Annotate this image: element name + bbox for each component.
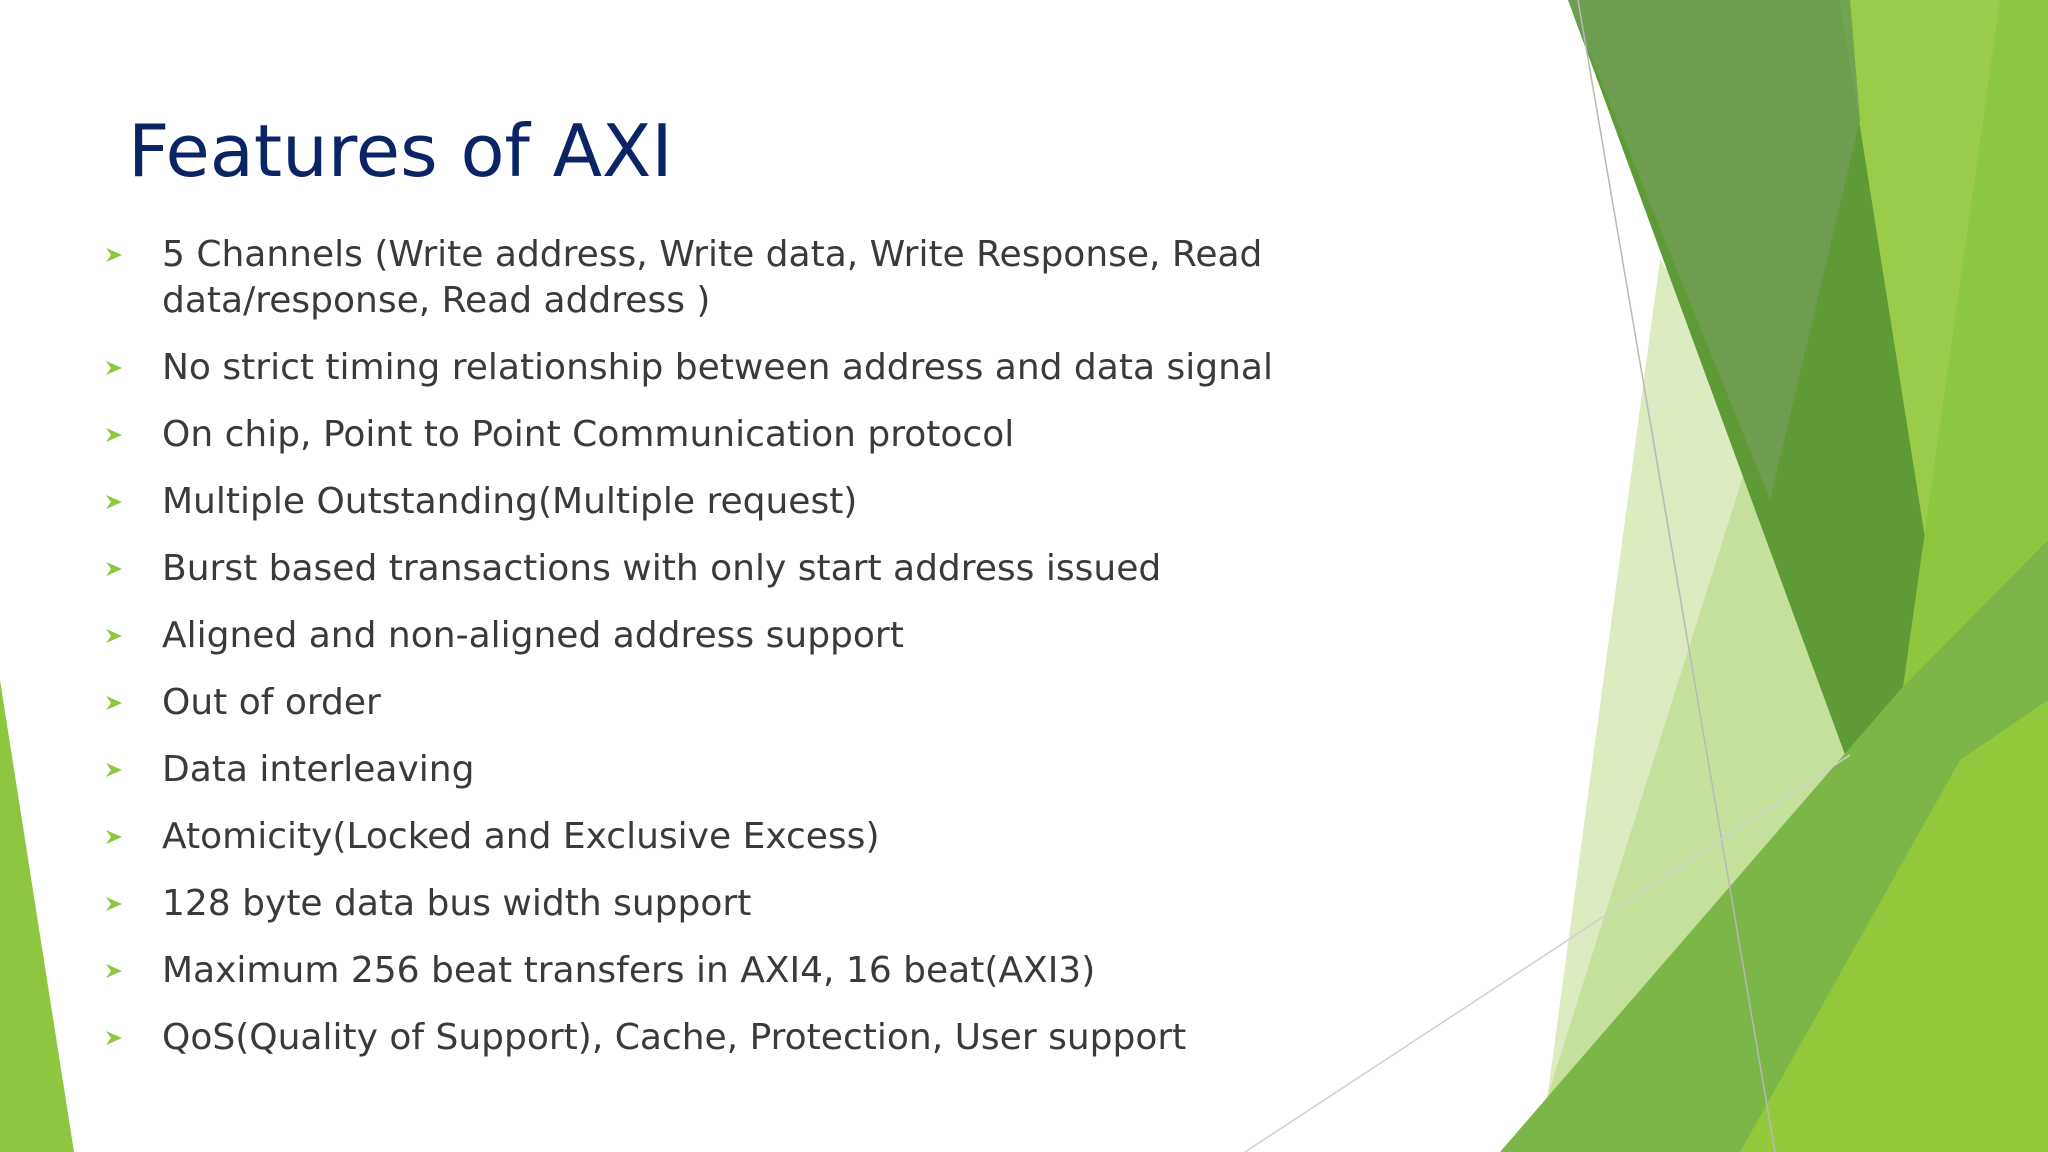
slide-title: Features of AXI [128,109,673,193]
bullet-text: Aligned and non-aligned address support [162,615,904,656]
bullet-item: Data interleaving [104,747,1534,793]
thin-diagonal-line [1577,0,1776,1152]
bullet-item: Aligned and non-aligned address support [104,613,1534,659]
bullet-text: Out of order [162,682,381,723]
bullet-list: 5 Channels (Write address, Write data, W… [104,232,1534,1082]
right-muted-green-shape [1568,0,1860,500]
bullet-text: On chip, Point to Point Communication pr… [162,414,1015,455]
bullet-item: On chip, Point to Point Communication pr… [104,412,1534,458]
bullet-text: 128 byte data bus width support [162,883,752,924]
bullet-item: 5 Channels (Write address, Write data, W… [104,232,1534,324]
arrowhead-bullet-icon [104,680,162,726]
bullet-item: Maximum 256 beat transfers in AXI4, 16 b… [104,948,1534,994]
arrowhead-bullet-icon [104,948,162,994]
bullet-text: Data interleaving [162,749,475,790]
arrowhead-bullet-icon [104,814,162,860]
bullet-text: No strict timing relationship between ad… [162,347,1273,388]
arrowhead-bullet-icon [104,1015,162,1061]
bullet-text: Atomicity(Locked and Exclusive Excess) [162,816,880,857]
arrowhead-bullet-icon [104,747,162,793]
bullet-item: 128 byte data bus width support [104,881,1534,927]
bullet-text: QoS(Quality of Support), Cache, Protecti… [162,1017,1187,1058]
right-lime-green-shape [1740,700,2048,1152]
bullet-item: No strict timing relationship between ad… [104,345,1534,391]
arrowhead-bullet-icon [104,479,162,525]
bullet-item: Burst based transactions with only start… [104,546,1534,592]
arrowhead-bullet-icon [104,232,162,278]
bullet-text: Multiple Outstanding(Multiple request) [162,481,858,522]
arrowhead-bullet-icon [104,546,162,592]
bullet-text: 5 Channels (Write address, Write data, W… [162,234,1263,321]
bullet-text: Burst based transactions with only start… [162,548,1162,589]
arrowhead-bullet-icon [104,345,162,391]
arrowhead-bullet-icon [104,412,162,458]
arrowhead-bullet-icon [104,881,162,927]
arrowhead-bullet-icon [104,613,162,659]
bullet-item: QoS(Quality of Support), Cache, Protecti… [104,1015,1534,1061]
bullet-item: Atomicity(Locked and Exclusive Excess) [104,814,1534,860]
left-accent-shape [0,680,74,1152]
bullet-item: Multiple Outstanding(Multiple request) [104,479,1534,525]
bullet-text: Maximum 256 beat transfers in AXI4, 16 b… [162,950,1096,991]
bullet-item: Out of order [104,680,1534,726]
thin-cross-line [1244,754,1851,1152]
